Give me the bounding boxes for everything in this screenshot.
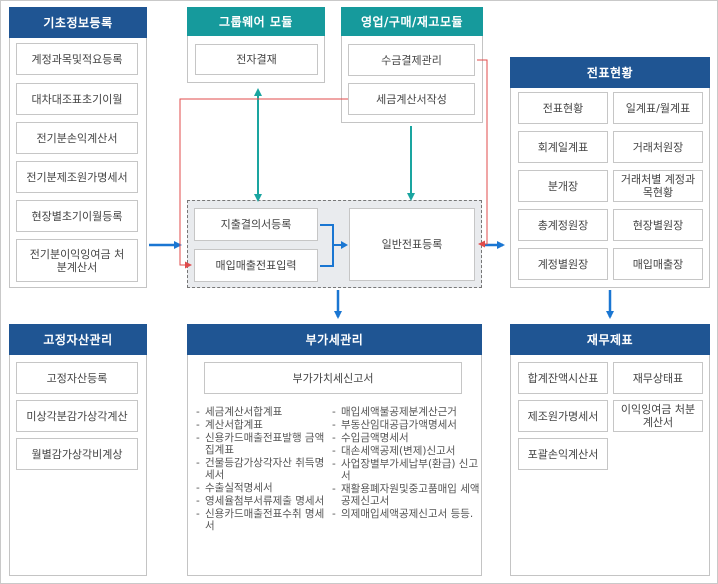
- vat-left-item: 세금계산서합계표: [196, 406, 332, 418]
- vat-right-item: 대손세액공제(변제)신고서: [332, 445, 480, 457]
- slip-status-item: 회계일계표: [518, 131, 608, 163]
- groupware-item: 전자결재: [195, 44, 318, 75]
- slip-status-item: 거래처별 계정과목현황: [613, 170, 703, 202]
- vat-left-item: 계산서합계표: [196, 419, 332, 431]
- financial-item: 합계잔액시산표: [518, 362, 608, 394]
- vat-left-item: 수출실적명세서: [196, 482, 332, 494]
- vat-right-item: 의제매입세액공제신고서 등등.: [332, 508, 480, 520]
- slip-status-item: 일계표/월계표: [613, 92, 703, 124]
- vat-right-list: 매입세액불공제분계산근거 부동산임대공급가액명세서 수입금액명세서 대손세액공제…: [332, 406, 480, 521]
- basic-info-item: 대차대조표초기이월: [16, 83, 138, 115]
- sales-item: 수금결제관리: [348, 44, 475, 76]
- expense-resolution-box: 지출결의서등록: [194, 208, 318, 241]
- groupware-title: 그룹웨어 모듈: [187, 7, 325, 36]
- general-slip-box: 일반전표등록: [349, 208, 475, 281]
- basic-info-item: 전기분제조원가명세서: [16, 161, 138, 193]
- vat-right-item: 재활용폐자원및중고품매입 세액공제신고서: [332, 483, 480, 507]
- vat-right-item: 매입세액불공제분계산근거: [332, 406, 480, 418]
- vat-right-item: 수입금액명세서: [332, 432, 480, 444]
- vat-left-item: 건물등감가상각자산 취득명세서: [196, 457, 332, 481]
- basic-info-item: 현장별초기이월등록: [16, 200, 138, 232]
- slip-status-item: 매입매출장: [613, 248, 703, 280]
- purchase-sales-slip-box: 매입매출전표입력: [194, 249, 318, 282]
- slip-status-item: 거래처원장: [613, 131, 703, 163]
- slip-status-item: 현장별원장: [613, 209, 703, 241]
- financial-item: 포괄손익계산서: [518, 438, 608, 470]
- sales-title: 영업/구매/재고모듈: [341, 7, 483, 36]
- financial-item: 재무상태표: [613, 362, 703, 394]
- vat-left-item: 신용카드매출전표수취 명세서: [196, 508, 332, 532]
- slip-status-item: 전표현황: [518, 92, 608, 124]
- basic-info-item: 전기분이익잉여금 처분계산서: [16, 239, 138, 282]
- financial-item: 이익잉여금 처분계산서: [613, 400, 703, 432]
- vat-left-item: 영세율첨부서류제출 명세서: [196, 495, 332, 507]
- slip-status-title: 전표현황: [510, 57, 710, 88]
- basic-info-item: 전기분손익계산서: [16, 122, 138, 154]
- vat-right-item: 부동산임대공급가액명세서: [332, 419, 480, 431]
- slip-status-item: 계정별원장: [518, 248, 608, 280]
- financial-item: 제조원가명세서: [518, 400, 608, 432]
- vat-right-item: 사업장별부가세납부(환급) 신고서: [332, 458, 480, 482]
- vat-left-item: 신용카드매출전표발행 금액집계표: [196, 432, 332, 456]
- vat-report-box: 부가가치세신고서: [204, 362, 462, 394]
- fixed-assets-item: 고정자산등록: [16, 362, 138, 394]
- sales-item: 세금계산서작성: [348, 83, 475, 115]
- fixed-assets-item: 월별감가상각비계상: [16, 438, 138, 470]
- vat-title: 부가세관리: [187, 324, 482, 355]
- basic-info-title: 기초정보등록: [9, 7, 147, 38]
- vat-left-list: 세금계산서합계표 계산서합계표 신용카드매출전표발행 금액집계표 건물등감가상각…: [196, 406, 332, 533]
- financial-title: 재무제표: [510, 324, 710, 355]
- basic-info-item: 계정과목및적요등록: [16, 43, 138, 75]
- slip-status-item: 분개장: [518, 170, 608, 202]
- slip-status-item: 총계정원장: [518, 209, 608, 241]
- fixed-assets-title: 고정자산관리: [9, 324, 147, 355]
- fixed-assets-item: 미상각분감가상각계산: [16, 400, 138, 432]
